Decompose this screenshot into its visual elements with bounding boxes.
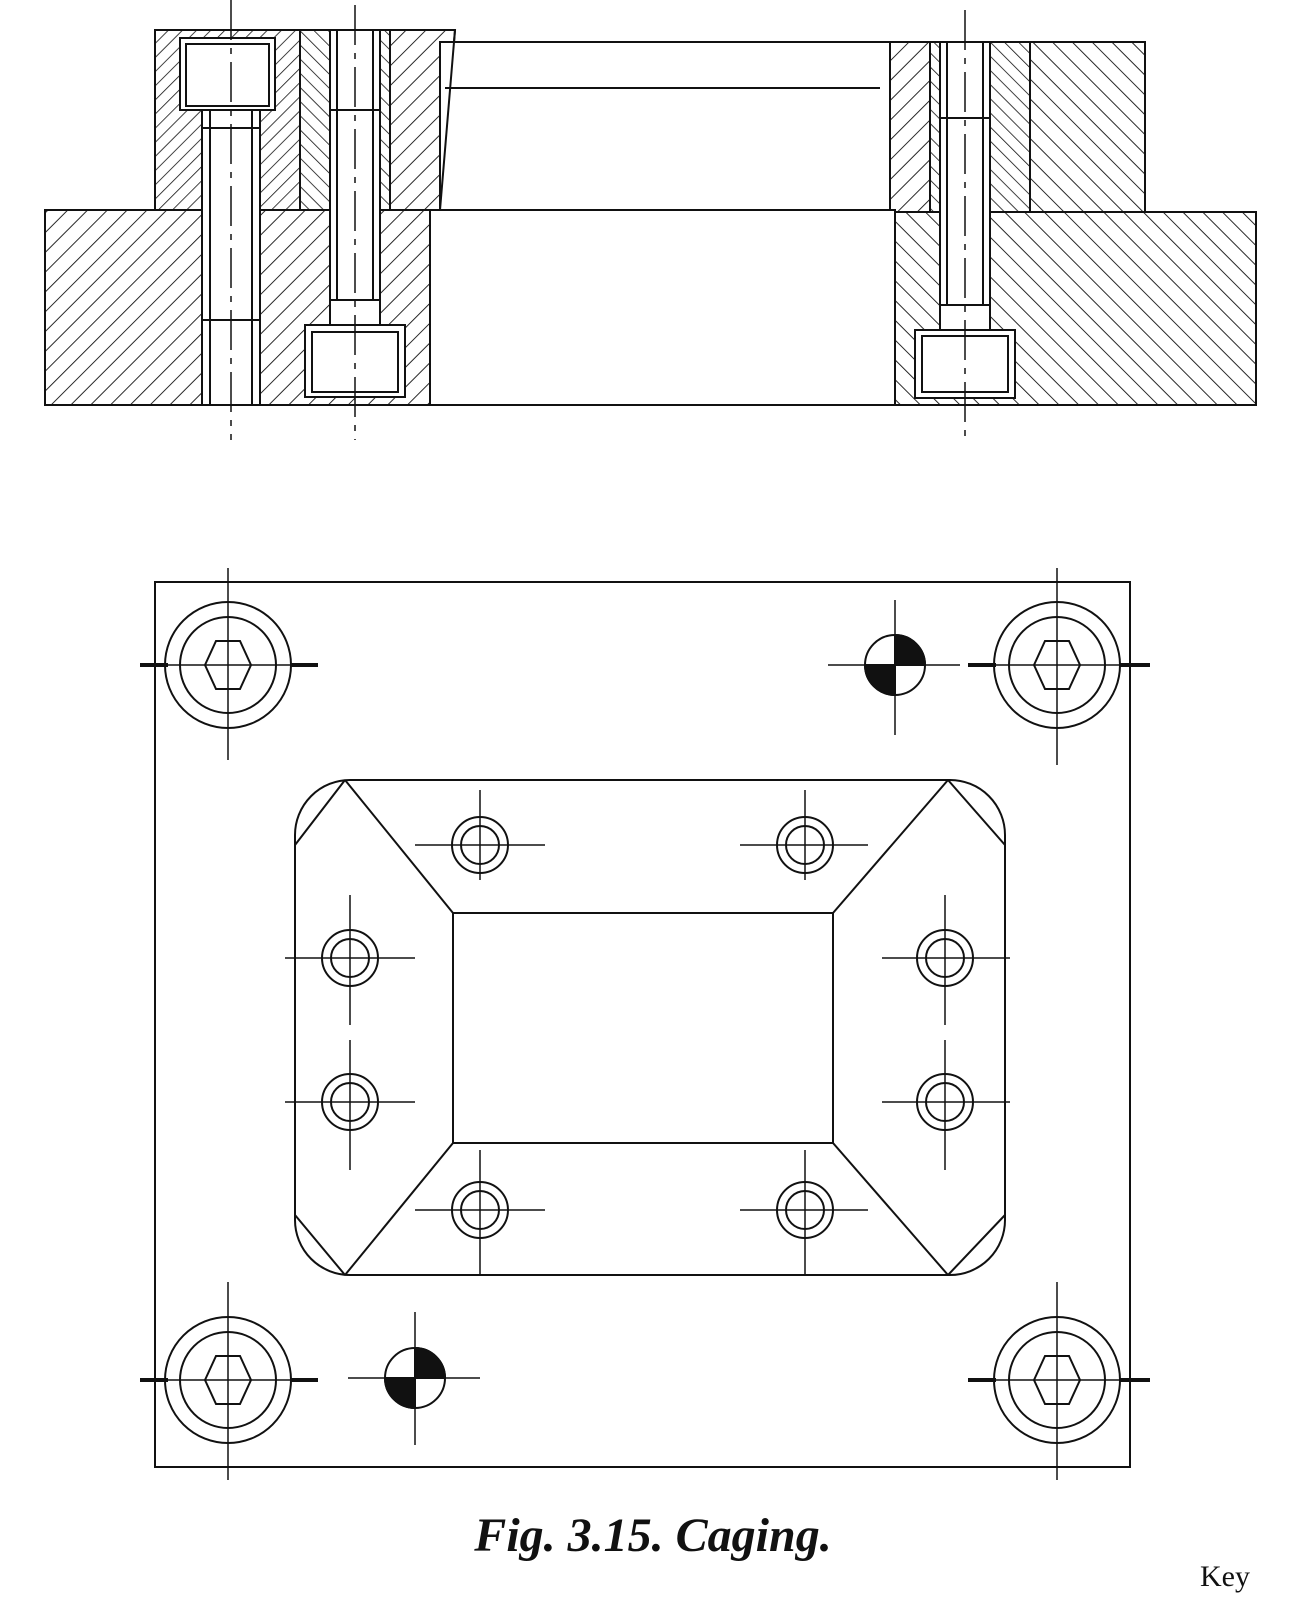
dowel-pin-icon	[740, 1150, 868, 1275]
counterbored-hole-icon	[140, 1282, 318, 1480]
dowel-pin-icon	[415, 1150, 545, 1275]
upper-block-right-outer	[1029, 41, 1146, 213]
socket-bolt-right	[914, 10, 1016, 440]
dowel-pin-icon	[882, 895, 1010, 1025]
dowel-pin-icon	[285, 895, 415, 1025]
datum-target-icon	[828, 600, 960, 735]
socket-bolt-center	[304, 5, 406, 440]
dowel-pin-icon	[882, 1040, 1010, 1170]
plan-view	[140, 568, 1150, 1480]
counterbored-hole-icon	[140, 568, 318, 760]
pocket-outline	[294, 779, 1006, 1276]
figure-caption: Fig. 3.15. Caging.	[474, 1509, 832, 1562]
page-corner-text: Key	[1200, 1560, 1250, 1593]
dowel-pin-icon	[740, 790, 868, 880]
die-opening-upper	[439, 41, 891, 213]
counterbored-hole-icon	[968, 1282, 1150, 1480]
die-plate-outline	[154, 581, 1131, 1468]
die-cavity	[452, 912, 834, 1144]
datum-target-icon	[348, 1312, 480, 1445]
section-view	[44, 0, 1257, 440]
die-opening-lower	[429, 209, 896, 406]
dowel-pin-icon	[415, 790, 545, 880]
counterbored-hole-icon	[968, 568, 1150, 765]
dowel-pin-icon	[285, 1040, 415, 1170]
socket-bolt-left	[179, 0, 276, 440]
